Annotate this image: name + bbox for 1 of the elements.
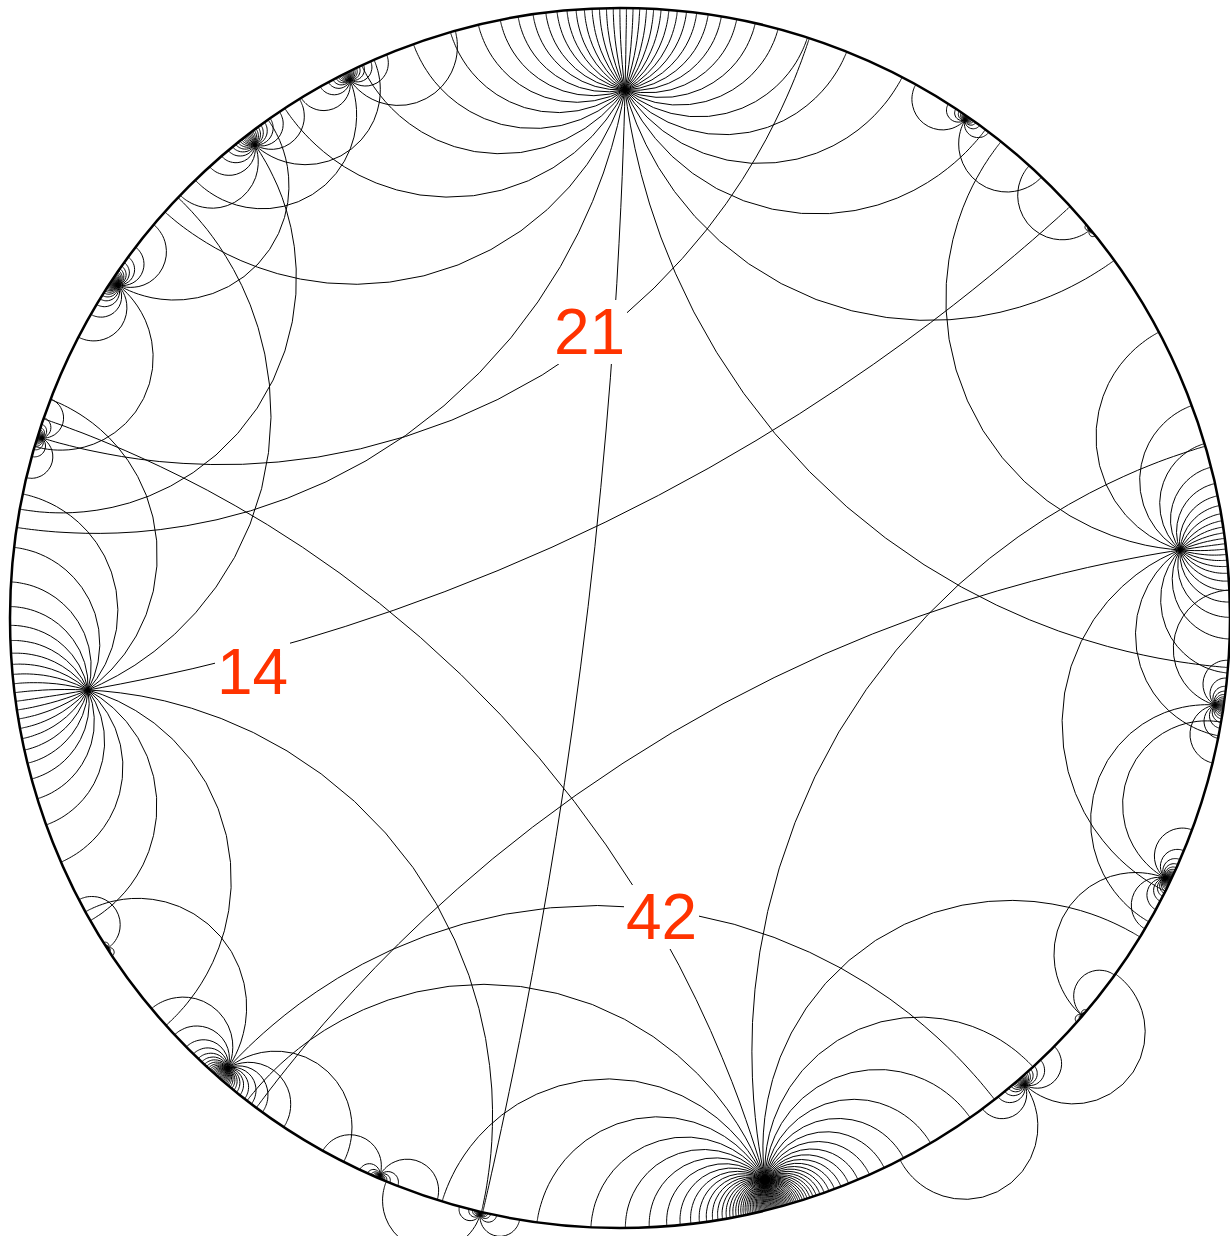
angle-label: 42 <box>624 885 700 949</box>
